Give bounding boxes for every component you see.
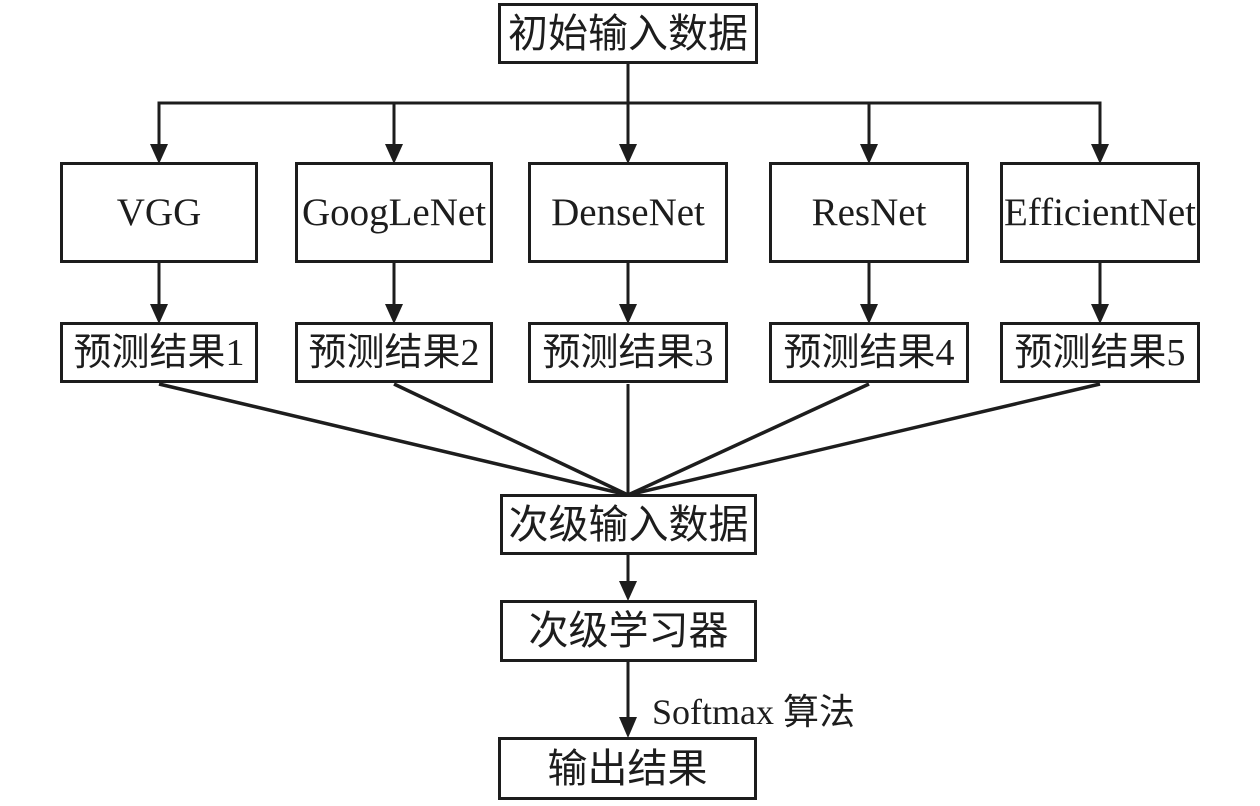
softmax-edge-label: Softmax 算法 xyxy=(652,692,855,732)
arrowhead-densenet xyxy=(619,144,637,164)
arrowhead-googlenet xyxy=(385,144,403,164)
node-efficientnet-label: EfficientNet xyxy=(1003,191,1197,234)
edge-pred4-to-secondary-input xyxy=(627,382,870,497)
arrowhead-efficientnet xyxy=(1091,144,1109,164)
node-secondary-input: 次级输入数据 xyxy=(500,494,757,555)
node-initial-input-label: 初始输入数据 xyxy=(508,10,748,56)
node-prediction-5: 预测结果5 xyxy=(1000,322,1200,383)
node-prediction-3-label: 预测结果3 xyxy=(542,331,714,374)
node-googlenet-label: GoogLeNet xyxy=(301,191,487,234)
edge-pred1-to-secondary-input xyxy=(158,382,629,497)
node-prediction-1-label: 预测结果1 xyxy=(73,331,245,374)
node-prediction-5-label: 预测结果5 xyxy=(1014,331,1186,374)
arrowhead-pred2 xyxy=(385,304,403,324)
node-prediction-2-label: 预测结果2 xyxy=(308,331,480,374)
node-prediction-4-label: 预测结果4 xyxy=(783,331,955,374)
node-prediction-4: 预测结果4 xyxy=(769,322,969,383)
arrowhead-resnet xyxy=(860,144,878,164)
node-vgg: VGG xyxy=(60,162,258,263)
node-prediction-2: 预测结果2 xyxy=(295,322,493,383)
node-secondary-input-label: 次级输入数据 xyxy=(508,501,749,547)
arrowhead-vgg xyxy=(150,144,168,164)
node-efficientnet: EfficientNet xyxy=(1000,162,1200,263)
node-secondary-learner-label: 次级学习器 xyxy=(528,608,729,653)
arrowhead-learner xyxy=(619,581,637,601)
node-googlenet: GoogLeNet xyxy=(295,162,493,263)
node-prediction-3: 预测结果3 xyxy=(528,322,728,383)
node-resnet-label: ResNet xyxy=(811,191,927,234)
node-resnet: ResNet xyxy=(769,162,969,263)
node-initial-input: 初始输入数据 xyxy=(498,3,758,64)
arrowhead-pred3 xyxy=(619,304,637,324)
node-secondary-learner: 次级学习器 xyxy=(500,600,757,662)
node-prediction-1: 预测结果1 xyxy=(60,322,258,383)
arrowhead-pred5 xyxy=(1091,304,1109,324)
node-densenet-label: DenseNet xyxy=(551,191,705,234)
node-vgg-label: VGG xyxy=(116,191,202,234)
edge-pred2-to-secondary-input xyxy=(393,382,629,497)
arrowhead-output xyxy=(619,717,637,738)
arrowhead-pred4 xyxy=(860,304,878,324)
node-densenet: DenseNet xyxy=(528,162,728,263)
node-output-label: 输出结果 xyxy=(547,745,708,791)
arrowhead-pred1 xyxy=(150,304,168,324)
node-output: 输出结果 xyxy=(498,737,757,800)
edge-pred5-to-secondary-input xyxy=(627,382,1101,497)
